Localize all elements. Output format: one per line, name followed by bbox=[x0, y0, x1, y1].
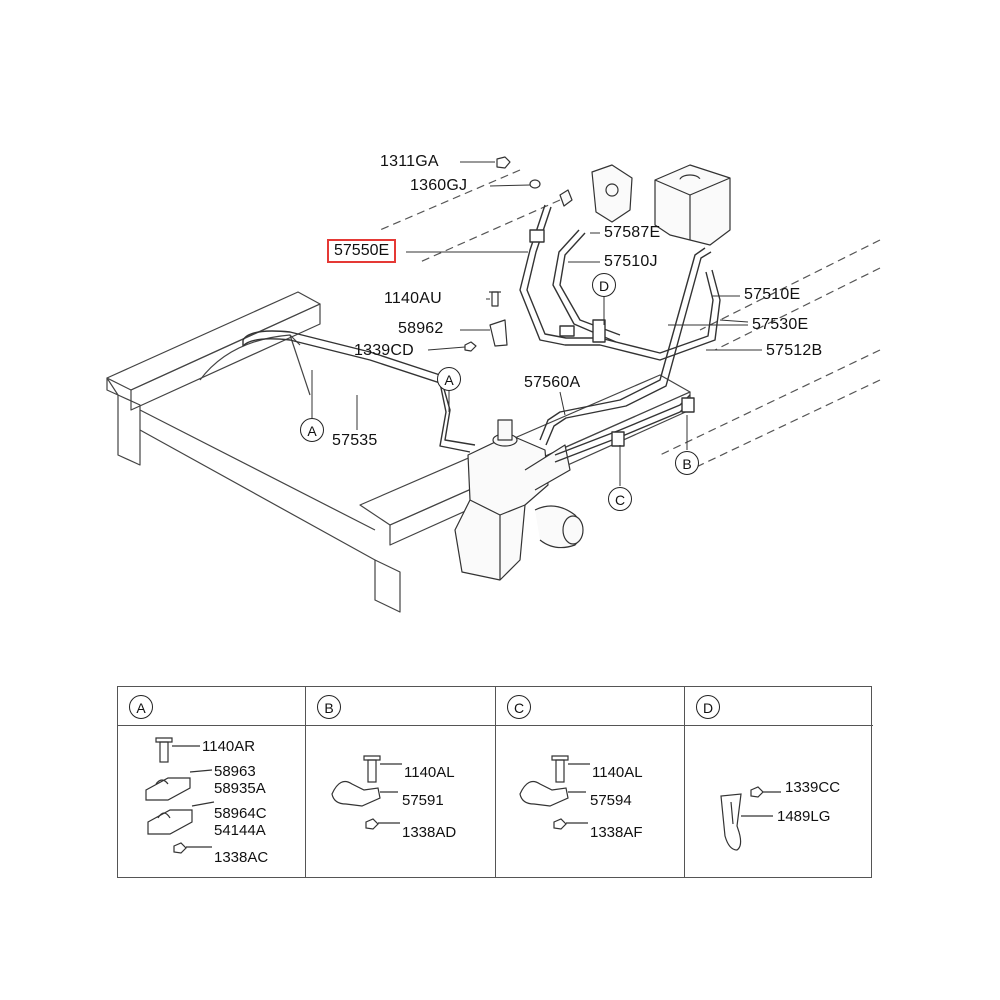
detail-A-part-58963[interactable]: 58963 bbox=[214, 763, 256, 780]
label-1311GA[interactable]: 1311GA bbox=[380, 153, 439, 170]
crossmember bbox=[106, 291, 691, 613]
detail-column-C: C 1140AL 57594 1338AF bbox=[496, 687, 685, 877]
callout-D[interactable]: D bbox=[592, 273, 616, 297]
label-57512B[interactable]: 57512B bbox=[766, 342, 823, 359]
detail-column-A: A 1140AR 58963 58935A 58964C 54144A 1338… bbox=[118, 687, 306, 877]
detail-B-part-57591[interactable]: 57591 bbox=[402, 792, 444, 809]
detail-column-B: B 1140AL 57591 1338AD bbox=[306, 687, 496, 877]
label-57510J[interactable]: 57510J bbox=[604, 253, 658, 270]
detail-callout-B: B bbox=[317, 695, 341, 719]
detail-header-A: A bbox=[118, 687, 305, 726]
detail-callout-D: D bbox=[696, 695, 720, 719]
detail-B-drawing bbox=[331, 755, 402, 830]
label-57560A[interactable]: 57560A bbox=[524, 374, 581, 391]
callout-C[interactable]: C bbox=[608, 487, 632, 511]
detail-header-D: D bbox=[685, 687, 873, 726]
callout-B[interactable]: B bbox=[675, 451, 699, 475]
label-58962[interactable]: 58962 bbox=[398, 320, 444, 337]
detail-D-part-1489LG[interactable]: 1489LG bbox=[777, 808, 831, 825]
detail-A-part-58964C[interactable]: 58964C bbox=[214, 805, 267, 822]
detail-A-part-1338AC[interactable]: 1338AC bbox=[214, 849, 269, 866]
reservoir-tank bbox=[654, 164, 731, 246]
steering-assembly-drawing bbox=[106, 156, 881, 613]
detail-D-drawing bbox=[720, 786, 781, 851]
detail-callout-A: A bbox=[129, 695, 153, 719]
detail-header-B: B bbox=[306, 687, 495, 726]
detail-B-part-1140AL[interactable]: 1140AL bbox=[404, 764, 455, 781]
exploded-parts-diagram: 1311GA 1360GJ 57587E 57550E 57510J 57510… bbox=[106, 153, 881, 613]
detail-A-part-58935A[interactable]: 58935A bbox=[214, 780, 266, 797]
label-57530E[interactable]: 57530E bbox=[752, 316, 809, 333]
detail-A-part-54144A[interactable]: 54144A bbox=[214, 822, 266, 839]
detail-C-drawing bbox=[519, 755, 590, 830]
detail-views-table: A 1140AR 58963 58935A 58964C 54144A 1338… bbox=[117, 686, 873, 878]
pump-bracket bbox=[559, 164, 633, 223]
label-1140AU[interactable]: 1140AU bbox=[384, 290, 442, 307]
leader-lines bbox=[311, 161, 762, 486]
detail-column-D: D 1339CC 1489LG bbox=[685, 687, 873, 877]
detail-callout-C: C bbox=[507, 695, 531, 719]
callout-A-top[interactable]: A bbox=[437, 367, 461, 391]
label-57535[interactable]: 57535 bbox=[332, 432, 378, 449]
label-1360GJ[interactable]: 1360GJ bbox=[410, 177, 468, 194]
steering-gear-box bbox=[454, 419, 584, 581]
hose-lines bbox=[242, 204, 721, 463]
detail-A-drawing bbox=[145, 737, 215, 854]
detail-header-C: C bbox=[496, 687, 684, 726]
label-57510E[interactable]: 57510E bbox=[744, 286, 801, 303]
detail-A-part-1140AR[interactable]: 1140AR bbox=[202, 738, 256, 755]
label-1339CD[interactable]: 1339CD bbox=[354, 342, 414, 359]
detail-C-part-57594[interactable]: 57594 bbox=[590, 792, 632, 809]
label-57587E[interactable]: 57587E bbox=[604, 224, 661, 241]
callout-A-left[interactable]: A bbox=[300, 418, 324, 442]
detail-C-part-1140AL[interactable]: 1140AL bbox=[592, 764, 643, 781]
detail-B-part-1338AD[interactable]: 1338AD bbox=[402, 824, 457, 841]
detail-D-part-1339CC[interactable]: 1339CC bbox=[785, 779, 841, 796]
small-hardware bbox=[464, 156, 541, 352]
label-57550E-highlighted[interactable]: 57550E bbox=[327, 239, 397, 263]
detail-C-part-1338AF[interactable]: 1338AF bbox=[590, 824, 643, 841]
vehicle-frame-outline bbox=[379, 169, 881, 471]
